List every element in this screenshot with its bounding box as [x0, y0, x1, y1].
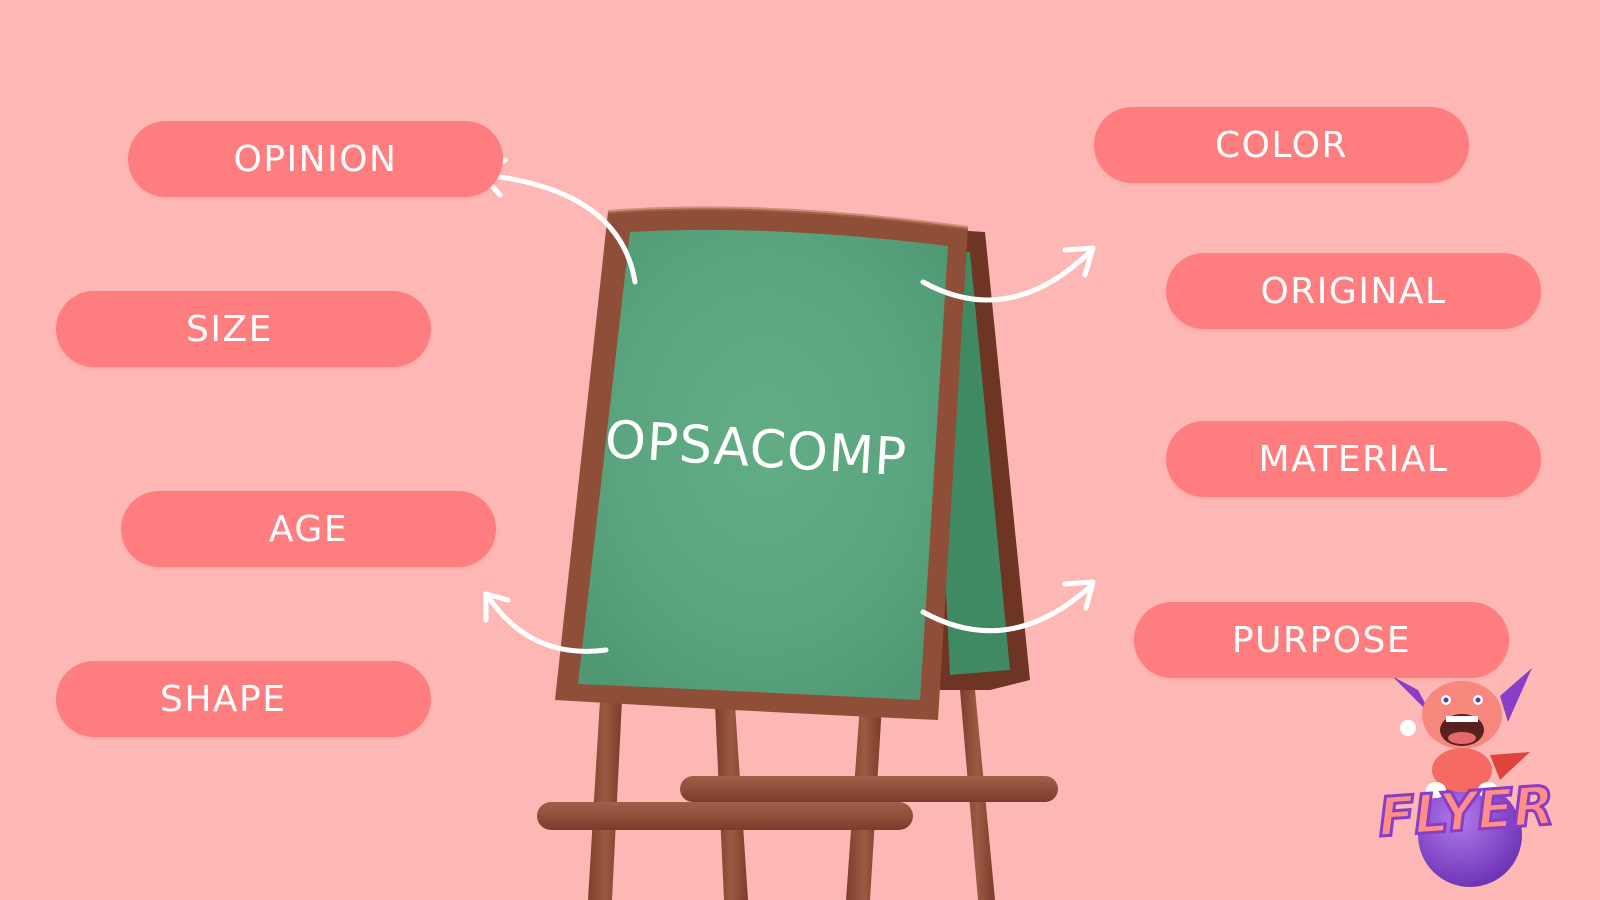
pill-size: SIZE	[56, 291, 431, 367]
arrow-purpose	[920, 582, 1095, 634]
arrow-color	[920, 247, 1095, 303]
pill-label: SIZE	[186, 308, 273, 350]
easel-legs	[537, 700, 1058, 900]
mascot-icon	[1392, 668, 1532, 887]
pill-original: ORIGINAL	[1166, 253, 1541, 329]
flyer-logo: FLYER	[1375, 772, 1557, 850]
pill-label: MATERIAL	[1258, 438, 1449, 480]
pill-shape: SHAPE	[56, 661, 431, 737]
pill-label: OPINION	[233, 138, 398, 180]
pill-label: SHAPE	[160, 678, 287, 720]
arrow-opinion	[482, 172, 638, 285]
pill-material: MATERIAL	[1166, 421, 1541, 497]
front-frame	[555, 206, 969, 720]
pill-label: ORIGINAL	[1260, 270, 1447, 312]
pill-label: COLOR	[1214, 124, 1349, 166]
pill-label: AGE	[268, 508, 349, 550]
arrow-age	[484, 592, 609, 654]
pill-purpose: PURPOSE	[1134, 602, 1509, 678]
pill-color: COLOR	[1094, 107, 1469, 183]
pill-label: PURPOSE	[1231, 619, 1412, 661]
pill-age: AGE	[121, 491, 496, 567]
pill-opinion: OPINION	[128, 121, 503, 197]
